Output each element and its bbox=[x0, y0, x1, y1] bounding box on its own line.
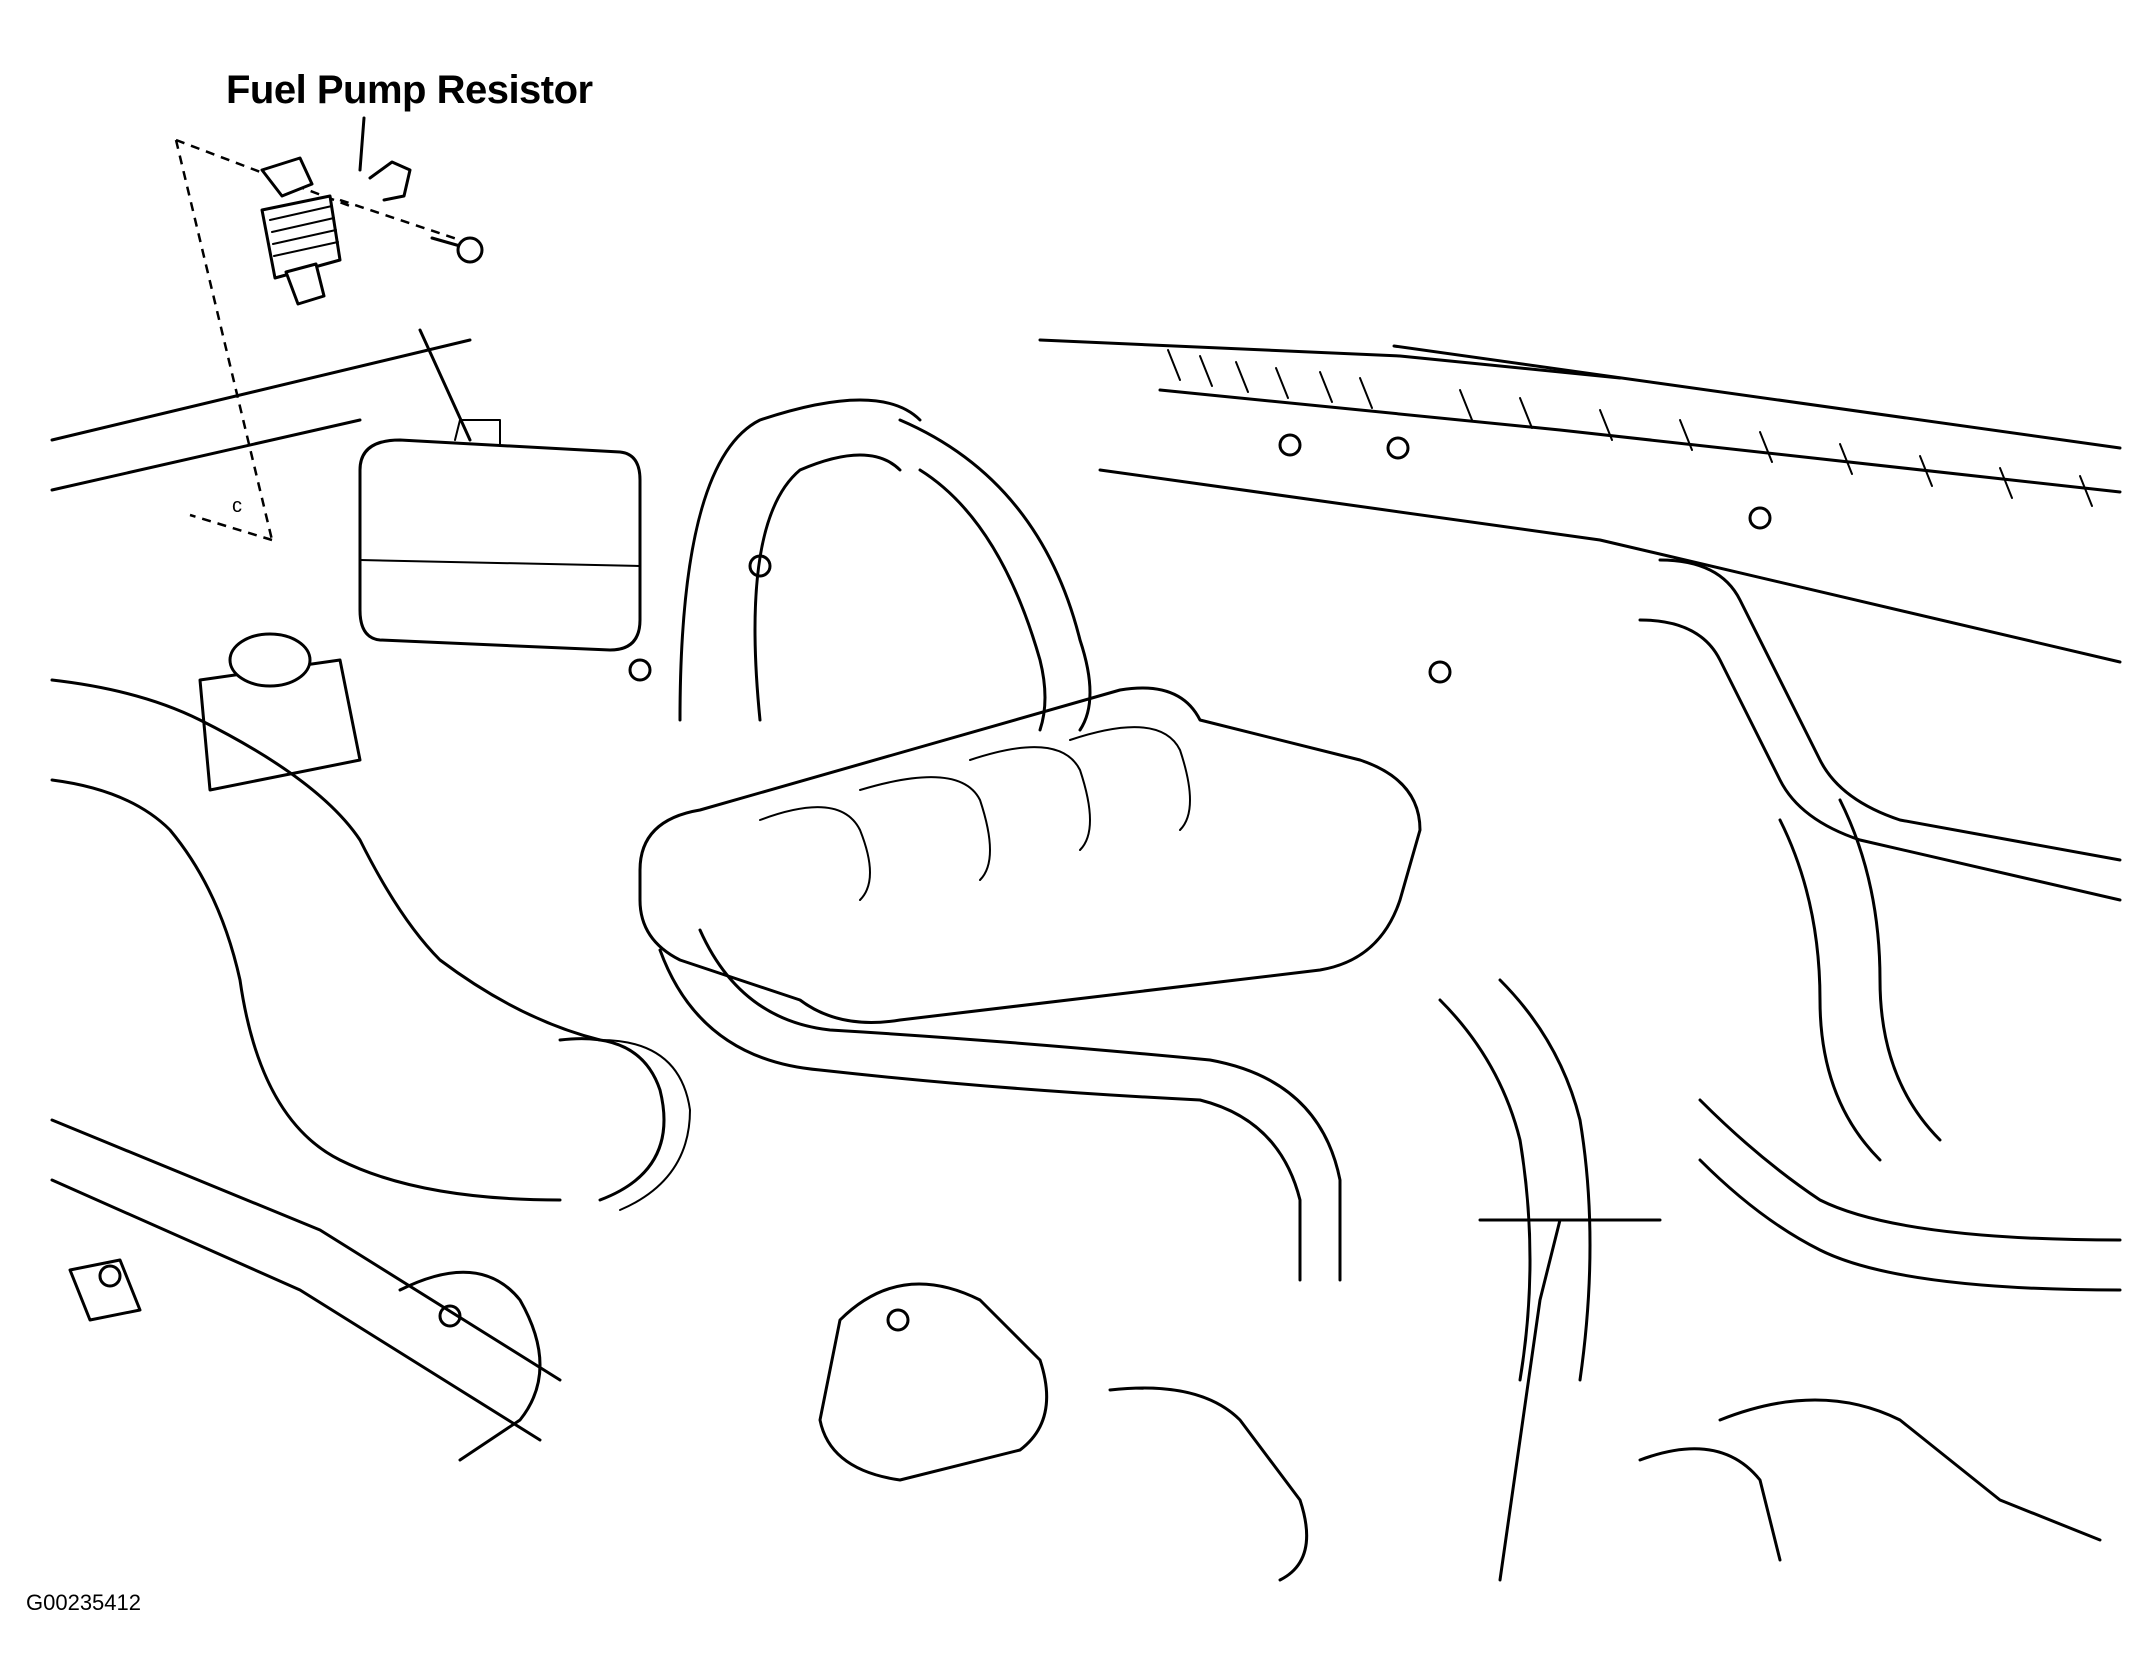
fasteners bbox=[98, 433, 1772, 1332]
fuel-pump-resistor-callout: c bbox=[174, 116, 484, 542]
callout-letter-c: c bbox=[232, 495, 242, 517]
heater-hose bbox=[658, 928, 1342, 1282]
figure-code: G00235412 bbox=[26, 1590, 141, 1615]
brake-fluid-reservoir bbox=[358, 328, 642, 652]
hood-panel-lines bbox=[50, 338, 2122, 664]
bolt-part bbox=[430, 236, 484, 264]
diagram-title: Fuel Pump Resistor bbox=[226, 68, 593, 112]
intake-manifold bbox=[638, 686, 1422, 1024]
fuel-pump-resistor-part bbox=[260, 116, 412, 306]
svg-text:c: c bbox=[232, 495, 242, 517]
coolant-reservoir bbox=[198, 632, 362, 792]
lower-engine-components bbox=[50, 1118, 2102, 1582]
right-side-pipes bbox=[1438, 558, 2122, 1382]
air-intake-duct bbox=[50, 678, 691, 1211]
radiator-upper-hose bbox=[678, 398, 1092, 732]
